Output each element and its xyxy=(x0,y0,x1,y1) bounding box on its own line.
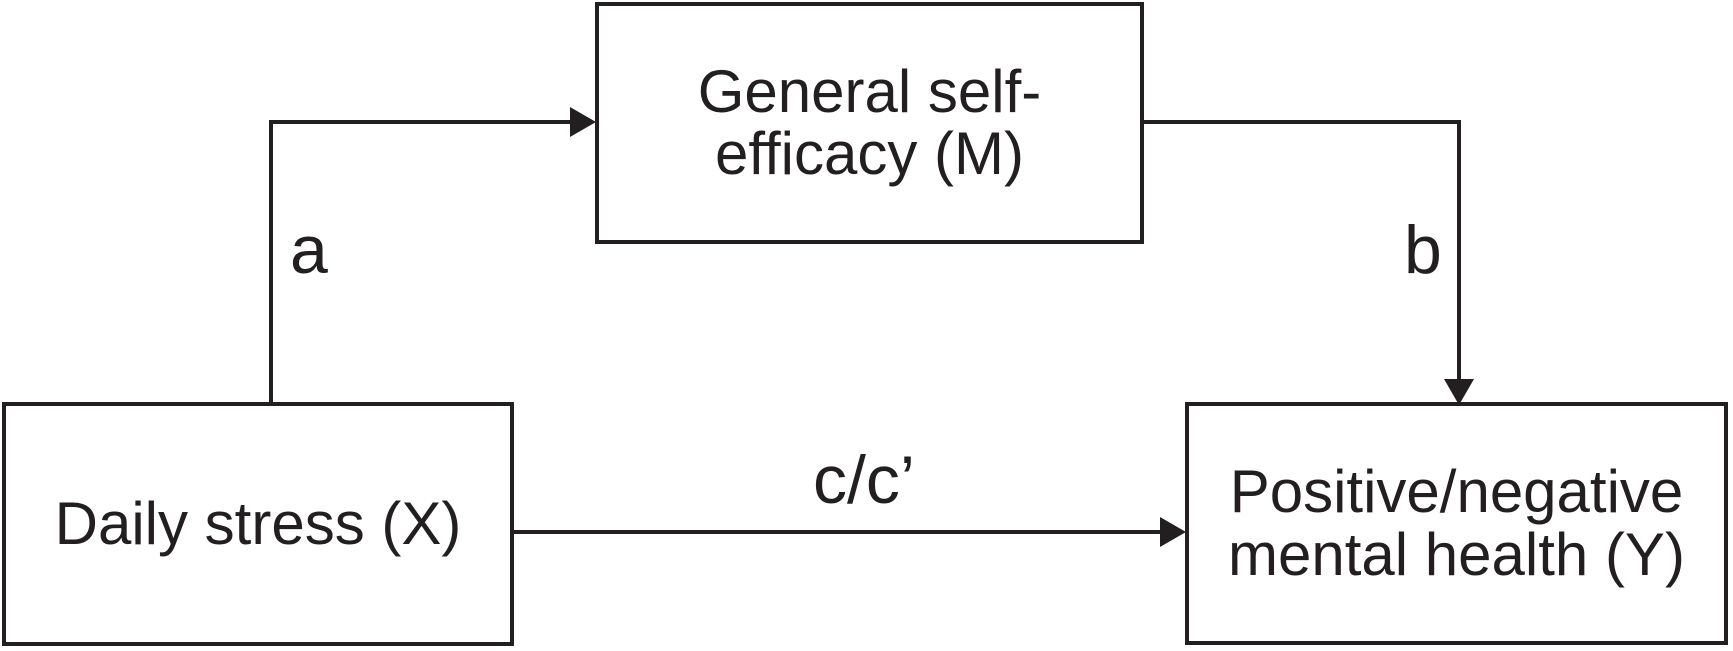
mediator-node-label: General self- efficacy (M) xyxy=(697,57,1042,187)
path-c-label: c/c’ xyxy=(813,442,915,518)
path-b-arrowhead-icon xyxy=(1444,379,1474,405)
connector-lines-group xyxy=(269,120,1461,534)
path-a-arrowhead-icon xyxy=(570,107,596,137)
path-b-label: b xyxy=(1404,212,1442,288)
path-b-line xyxy=(1141,120,1461,382)
outcome-node-box: Positive/negative mental health (Y) xyxy=(1185,402,1728,645)
path-a-line xyxy=(269,120,572,404)
mediator-node-box: General self- efficacy (M) xyxy=(595,2,1144,244)
outcome-node-label: Positive/negative mental health (Y) xyxy=(1228,458,1685,588)
predictor-node-box: Daily stress (X) xyxy=(2,402,514,646)
path-a-label: a xyxy=(290,212,328,288)
arrowheads-group xyxy=(570,107,1474,547)
predictor-node-label: Daily stress (X) xyxy=(54,489,462,557)
path-c-arrowhead-icon xyxy=(1160,517,1186,547)
